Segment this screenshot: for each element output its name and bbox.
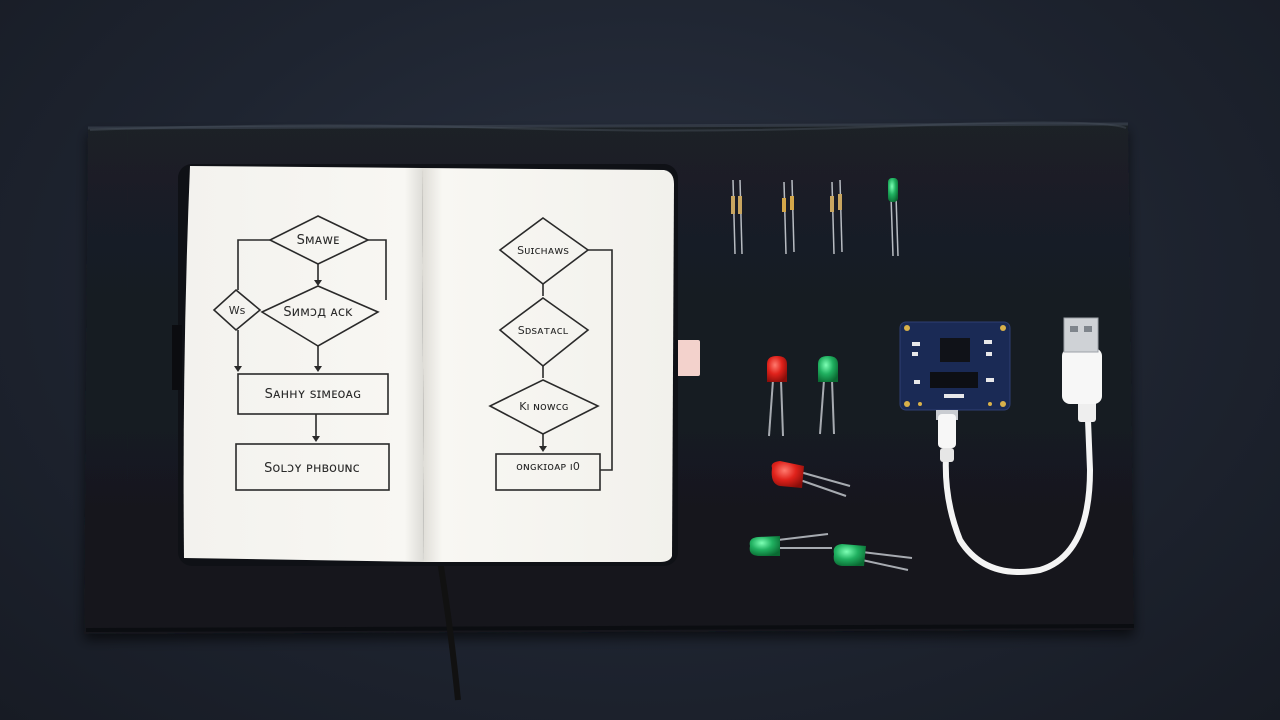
page-tab: [672, 340, 700, 376]
led-green-lying-2: [833, 544, 913, 571]
left-diamond-mid-label: Sиᴍɔд ᴀᴄᴋ: [283, 305, 353, 320]
left-diamond-side-label: Ws: [229, 304, 246, 317]
resistor-2: [782, 179, 795, 255]
microcontroller-board: [899, 321, 1011, 420]
right-diamond-1-label: Sᴜɪᴄʜᴀᴡѕ: [517, 244, 569, 257]
leds: [749, 356, 913, 571]
led-red-upright: [767, 356, 787, 437]
usb-cable: [938, 317, 1102, 575]
resistors: [731, 178, 899, 257]
right-diamond-2-label: Sᴅsᴀᴛᴀᴄʟ: [518, 324, 569, 337]
led-green-upright: [818, 356, 838, 435]
right-flowchart: [488, 217, 613, 491]
left-page: [183, 166, 424, 562]
left-flowchart: [212, 215, 390, 491]
ribbon-bookmark: [437, 559, 461, 701]
resistor-3: [830, 179, 843, 255]
led-red-lying: [771, 461, 851, 497]
notebook: Sᴍᴀᴡᴇ Ws Sиᴍɔд ᴀᴄᴋ Sᴀʜʜʏ ѕɪᴍᴇᴏᴀɢ Soʟɔʏ ᴘ…: [172, 164, 700, 701]
led-green-lying-1: [749, 533, 832, 556]
left-diamond-top-label: Sᴍᴀᴡᴇ: [297, 233, 340, 248]
resistor-4-green-led-small: [888, 178, 899, 257]
right-box-label: ᴏɴɢᴋɪᴏᴀᴘ ı0: [516, 460, 580, 473]
resistor-1: [731, 179, 743, 255]
right-diamond-3-label: Kı ɴᴏᴡᴄɢ: [519, 400, 568, 413]
left-box-2-label: Soʟɔʏ ᴘʜʙᴏᴜɴᴄ: [264, 461, 360, 476]
right-page: [422, 168, 674, 562]
left-box-1-label: Sᴀʜʜʏ ѕɪᴍᴇᴏᴀɢ: [265, 387, 362, 402]
